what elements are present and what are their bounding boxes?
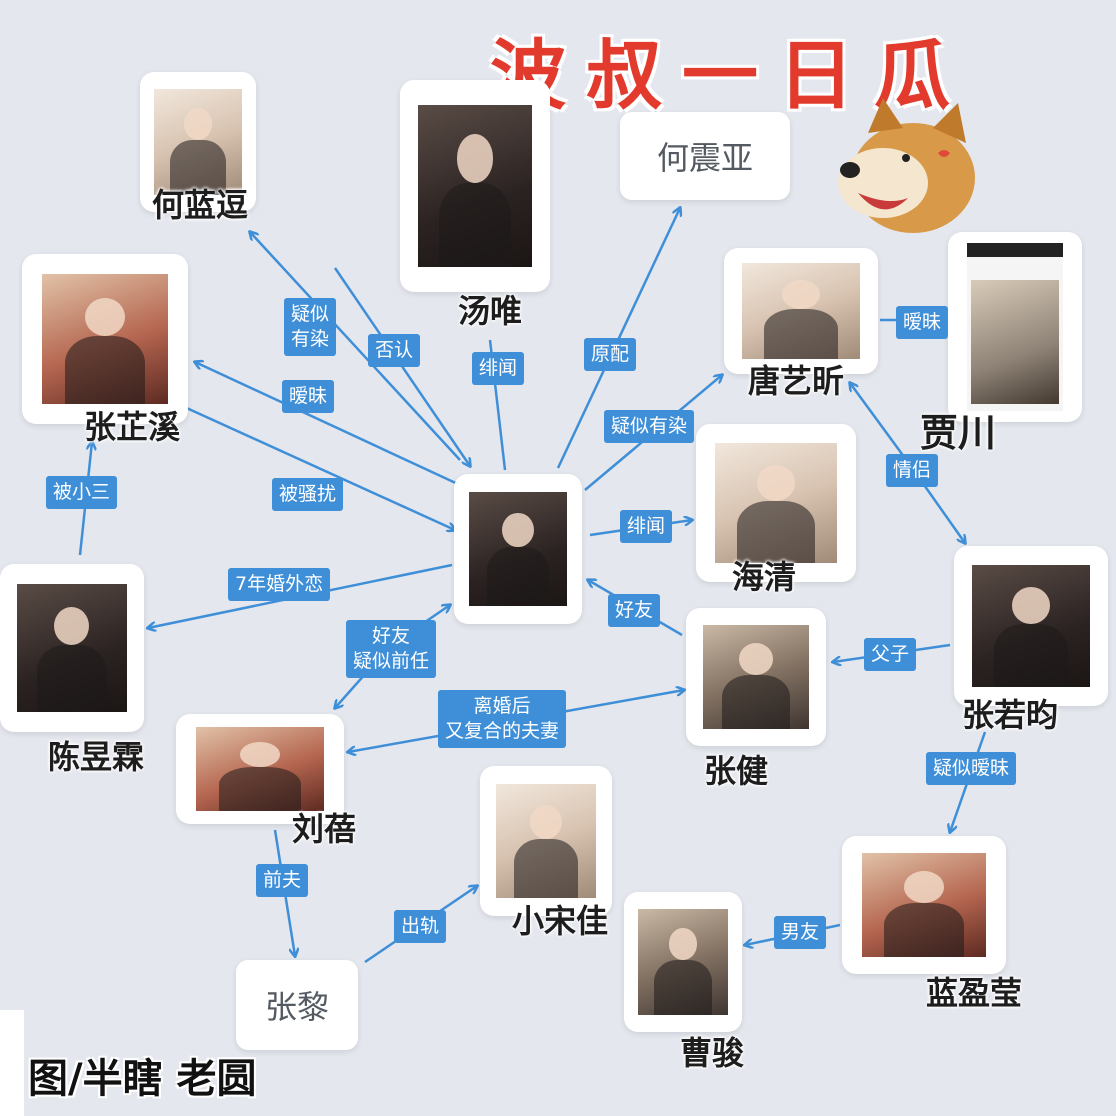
photo-zhang-zhixi [22, 254, 188, 424]
node-zhang-li: 张黎 [236, 960, 358, 1050]
relation-label: 暧昧 [896, 306, 949, 339]
arrow-fouren [333, 267, 470, 466]
photo-xiao-songjia [480, 766, 612, 916]
arrow-qinglv-up [850, 383, 912, 466]
relation-label: 疑似暧昧 [926, 752, 1017, 785]
arrow-to-he-landou [250, 232, 461, 461]
photo-zhang-jian [686, 608, 826, 746]
relation-label: 离婚后 又复合的夫妻 [438, 690, 567, 748]
name-tang-yixin: 唐艺昕 [748, 362, 845, 400]
name-lan-yingying: 蓝盈莹 [926, 974, 1023, 1012]
relation-label: 绯闻 [472, 352, 525, 385]
arrow-aimei-zhang [195, 362, 461, 487]
relation-label: 被小三 [46, 476, 118, 509]
node-he-zhenya: 何震亚 [620, 112, 790, 200]
diagram-title: 波叔一日瓜 [490, 31, 970, 120]
corner-strip [0, 1010, 24, 1116]
relation-label: 绯闻 [620, 510, 673, 543]
name-hai-qing: 海清 [732, 558, 797, 596]
relation-label: 否认 [368, 334, 421, 367]
photo-hai-qing [696, 424, 856, 582]
relation-label: 好友 [608, 594, 661, 627]
name-he-landou: 何蓝逗 [152, 186, 249, 224]
relation-label: 暧昧 [282, 380, 335, 413]
name-cao-jun: 曹骏 [680, 1034, 745, 1072]
name-xiao-songjia: 小宋佳 [512, 902, 609, 940]
photo-lan-yingying [842, 836, 1006, 974]
name-zhang-ruoyun: 张若昀 [962, 696, 1059, 734]
relation-label: 被骚扰 [272, 478, 344, 511]
photo-zhang-ruoyun [954, 546, 1108, 706]
shiba-dog-icon [828, 98, 978, 238]
name-zhang-zhixi: 张芷溪 [84, 408, 181, 446]
name-zhang-jian: 张健 [704, 752, 769, 790]
name-jia-chuan: 贾川 [920, 411, 997, 455]
photo-tang-wei [400, 80, 550, 292]
name-he-zhenya: 何震亚 [656, 139, 753, 177]
arrow-bei-saorao [179, 403, 455, 530]
relation-label: 男友 [774, 916, 827, 949]
relation-label: 疑似 有染 [284, 298, 337, 356]
photo-center [454, 474, 582, 624]
relation-label: 出轨 [394, 910, 447, 943]
image-credit: 图/半瞎 老圆 [28, 1056, 257, 1102]
photo-cao-jun [624, 892, 742, 1032]
name-liu-bei: 刘蓓 [292, 810, 357, 848]
relation-label: 情侣 [886, 454, 939, 487]
photo-jia-chuan [948, 232, 1082, 422]
relation-label: 7年婚外恋 [228, 568, 331, 601]
arrow-lihun-right [544, 690, 684, 717]
photo-he-landou [140, 72, 256, 212]
name-chen-yilin: 陈昱霖 [48, 738, 145, 776]
relation-label: 好友 疑似前任 [346, 620, 437, 678]
photo-chen-yilin [0, 564, 144, 732]
name-tang-wei: 汤唯 [458, 292, 523, 330]
name-zhang-li: 张黎 [264, 988, 329, 1026]
relation-label: 前夫 [256, 864, 309, 897]
photo-liu-bei [176, 714, 344, 824]
relation-label: 疑似有染 [604, 410, 695, 443]
relation-label: 父子 [864, 638, 917, 671]
photo-tang-yixin [724, 248, 878, 374]
relation-label: 原配 [584, 338, 637, 371]
